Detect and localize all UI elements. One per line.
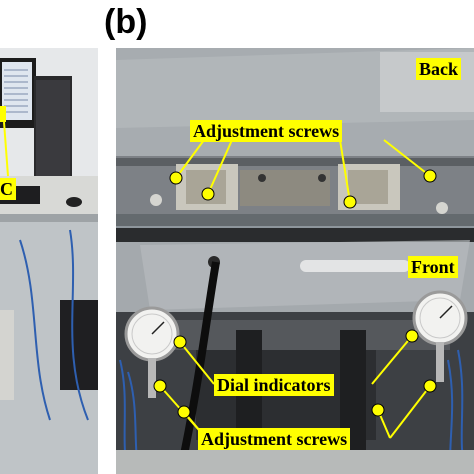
marker-dot <box>371 403 385 417</box>
dial-indicator-right <box>412 290 468 382</box>
dial-indicator-left <box>124 306 180 398</box>
marker-dot <box>405 329 419 343</box>
callout-back: Back <box>416 58 462 80</box>
marker-dot <box>173 335 187 349</box>
leader-lines <box>159 139 431 439</box>
marker-dot <box>201 187 215 201</box>
callout-dial-indicators: Dial indicators <box>214 374 334 396</box>
callout-adjustment-screws-top: Adjustment screws <box>190 120 343 142</box>
marker-dot <box>423 169 437 183</box>
panel-label: (b) <box>104 3 148 41</box>
marker-dot <box>153 379 167 393</box>
callout-left-partial: C <box>0 178 16 200</box>
callout-front: Front <box>408 256 458 278</box>
marker-dot <box>423 379 437 393</box>
callout-adjustment-screws-bottom: Adjustment screws <box>198 428 351 450</box>
marker-dot <box>343 195 357 209</box>
left-photo <box>0 48 98 474</box>
marker-dot <box>177 405 191 419</box>
marker-dot <box>169 171 183 185</box>
markers <box>153 169 437 419</box>
